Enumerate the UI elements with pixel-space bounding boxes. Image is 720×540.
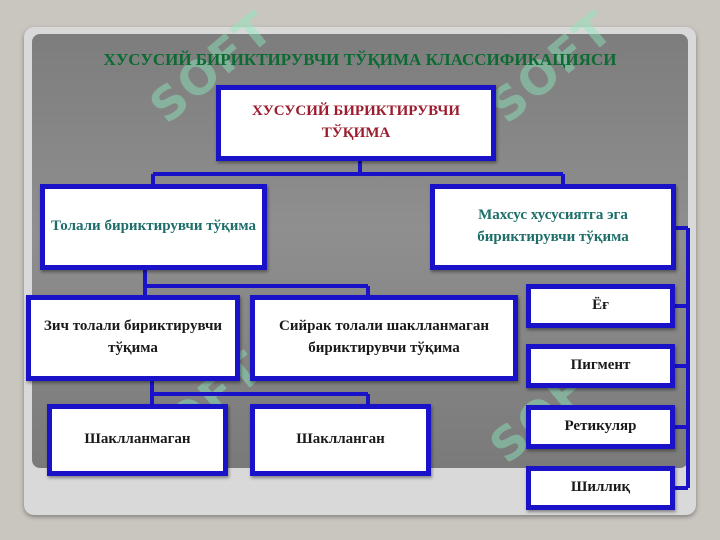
- node-pigment-label: Пигмент: [570, 357, 631, 374]
- node-fibrous: Толали бириктирувчи тўқима: [40, 184, 267, 270]
- node-mucous: Шиллиқ: [526, 466, 675, 510]
- node-fat: Ёғ: [526, 284, 675, 328]
- node-formed: Шаклланган: [250, 404, 431, 476]
- node-dense-label: Зич толали бириктирувчи тўқима: [43, 318, 223, 356]
- node-dense: Зич толали бириктирувчи тўқима: [26, 295, 240, 381]
- node-unformed-label: Шаклланмаган: [84, 431, 191, 448]
- node-special: Махсус хусусиятга эга бириктирувчи тўқим…: [430, 184, 676, 270]
- node-root-label: ХУСУСИЙ БИРИКТИРУВЧИ ТЎҚИМА: [251, 103, 461, 141]
- node-root: ХУСУСИЙ БИРИКТИРУВЧИ ТЎҚИМА: [216, 85, 496, 161]
- node-fibrous-label: Толали бириктирувчи тўқима: [50, 218, 257, 235]
- node-loose-label: Сийрак толали шаклланмаган бириктирувчи …: [278, 318, 490, 356]
- page-title: ХУСУСИЙ БИРИКТИРУВЧИ ТЎҚИМА КЛАССИФИКАЦИ…: [103, 50, 617, 69]
- node-mucous-label: Шиллиқ: [570, 479, 631, 496]
- node-loose: Сийрак толали шаклланмаган бириктирувчи …: [250, 295, 518, 381]
- node-fat-label: Ёғ: [592, 297, 609, 314]
- node-pigment: Пигмент: [526, 344, 675, 388]
- node-reticular: Ретикуляр: [526, 405, 675, 449]
- node-formed-label: Шаклланган: [296, 431, 385, 448]
- node-special-label: Махсус хусусиятга эга бириктирувчи тўқим…: [477, 207, 629, 245]
- node-unformed: Шаклланмаган: [47, 404, 228, 476]
- node-reticular-label: Ретикуляр: [564, 418, 637, 435]
